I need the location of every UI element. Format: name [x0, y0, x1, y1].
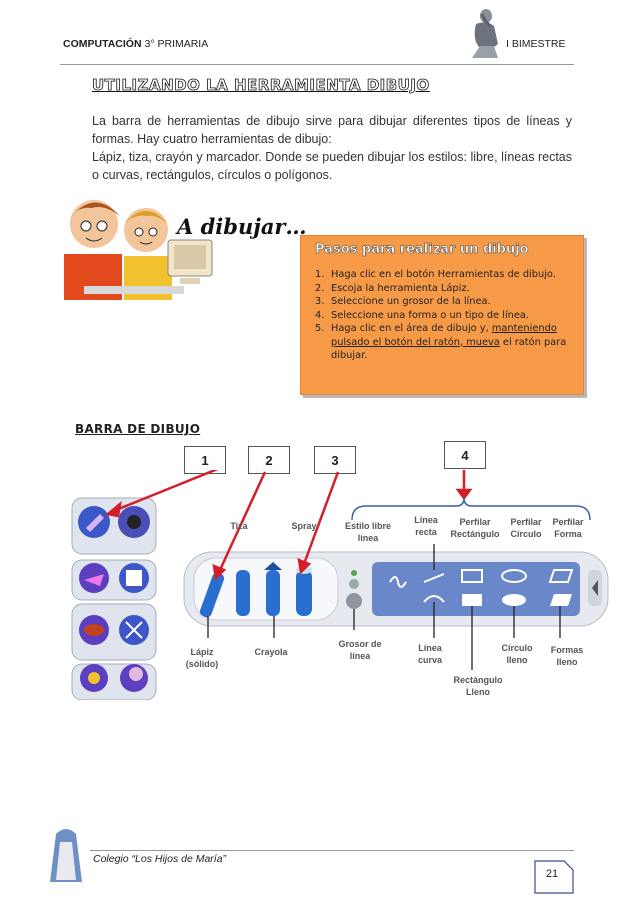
virgin-mary-icon: [50, 829, 82, 882]
kids-computer-illustration: [64, 200, 213, 300]
brace-group-4: [351, 497, 591, 521]
step-item: 3.Seleccione un grosor de la línea.: [315, 296, 491, 307]
callout-arrows: [105, 470, 473, 581]
steps-box: Pasos para realizar un dibujo 1.Haga cli…: [300, 235, 584, 395]
header-term: I BIMESTRE: [506, 38, 566, 50]
label-crayola: Crayola: [254, 647, 288, 657]
callout-number-2: 2: [248, 446, 290, 474]
page-title: UTILIZANDO LA HERRAMIENTA DIBUJO: [92, 76, 430, 95]
callout-number-4: 4: [444, 441, 486, 469]
page-number: 21: [545, 868, 559, 880]
step-item: 2.Escoja la herramienta Lápiz.: [315, 282, 470, 294]
callout-number-3: 3: [314, 446, 356, 474]
intro-line-1: La barra de herramientas de dibujo sirve…: [92, 114, 572, 146]
header-subject: COMPUTACIÓN 3° PRIMARIA: [63, 38, 209, 50]
steps-list: 1.Haga clic en el botón Herramientas de …: [315, 268, 577, 363]
page-number-badge: [534, 860, 574, 894]
step-item: 5. Haga clic en el área de dibujo y, man…: [315, 323, 567, 361]
steps-heading: Pasos para realizar un dibujo: [315, 242, 529, 258]
intro-paragraph: La barra de herramientas de dibujo sirve…: [92, 112, 572, 184]
drawing-toolbar-graphic: [71, 470, 609, 700]
thinker-statue-icon: [472, 9, 498, 58]
label-tiza: Tiza: [230, 521, 248, 531]
header-divider: [60, 64, 574, 65]
footer-divider: [90, 850, 574, 851]
step-item: 1.Haga clic en el botón Herramientas de …: [315, 269, 556, 280]
illustration-caption: A dibujar…: [177, 214, 307, 239]
barra-title: BARRA DE DIBUJO: [75, 422, 201, 436]
intro-line-2: Lápiz, tiza, crayón y marcador. Donde se…: [92, 150, 572, 182]
label-lapiz: Lápiz(sólido): [185, 647, 219, 669]
label-spray: Spray: [291, 521, 317, 531]
step-item: 4.Seleccione una forma o un tipo de líne…: [315, 309, 530, 321]
main-bar: [183, 551, 609, 627]
footer-school: Colegio “Los Hijos de María”: [93, 853, 227, 865]
tool-palette: [71, 497, 157, 700]
